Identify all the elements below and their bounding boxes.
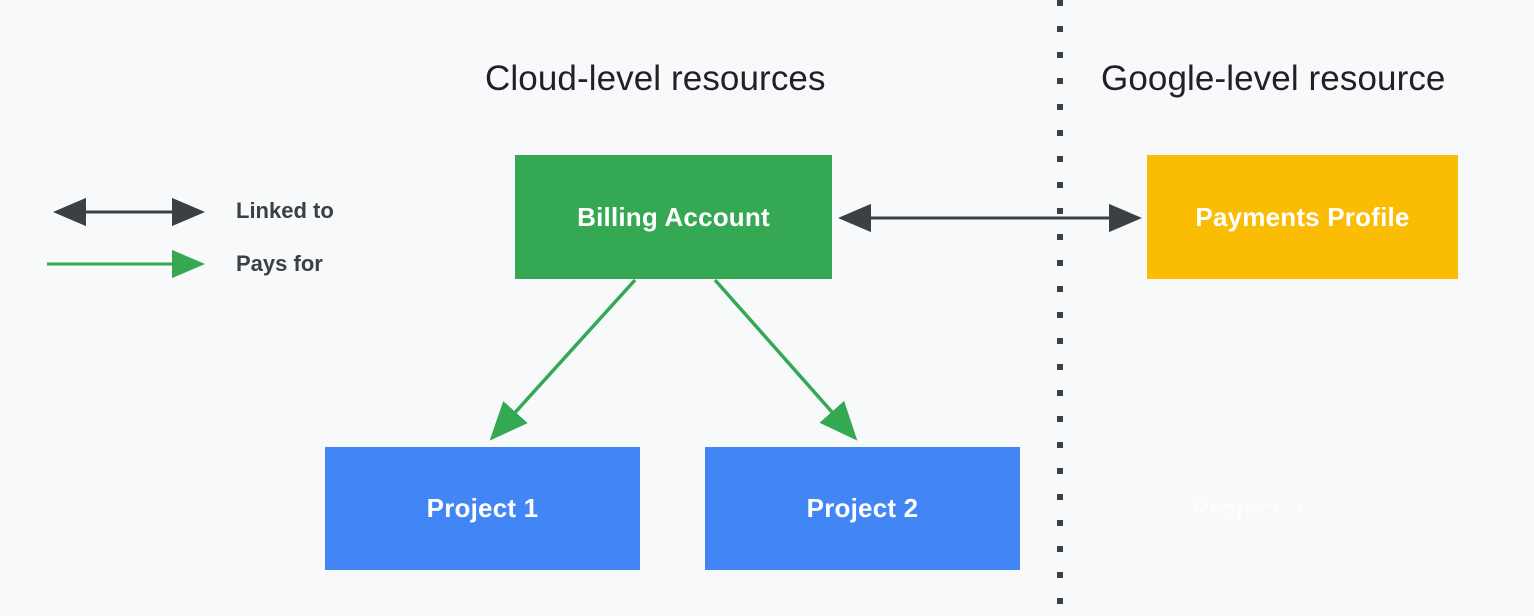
node-project-3-label: Project 3 <box>1191 493 1304 523</box>
legend-label-linked-to: Linked to <box>236 198 334 223</box>
section-title-cloud-level: Cloud-level resources <box>485 59 826 98</box>
node-project-2[interactable]: Project 2 <box>705 447 1020 570</box>
node-project-3: Project 3 <box>1090 447 1405 570</box>
node-project-1[interactable]: Project 1 <box>325 447 640 570</box>
node-payments-profile-label: Payments Profile <box>1195 201 1410 232</box>
edge-billing-account-to-project-1 <box>489 278 637 441</box>
node-project-2-label: Project 2 <box>806 493 919 523</box>
edge-billing-account-to-project-2 <box>713 278 858 441</box>
node-billing-account[interactable]: Billing Account <box>515 155 832 279</box>
node-billing-account-label: Billing Account <box>577 201 770 232</box>
node-project-1-label: Project 1 <box>426 493 539 523</box>
section-title-google-level: Google-level resource <box>1101 59 1446 98</box>
legend-label-pays-for: Pays for <box>236 251 323 276</box>
node-payments-profile[interactable]: Payments Profile <box>1147 155 1458 279</box>
